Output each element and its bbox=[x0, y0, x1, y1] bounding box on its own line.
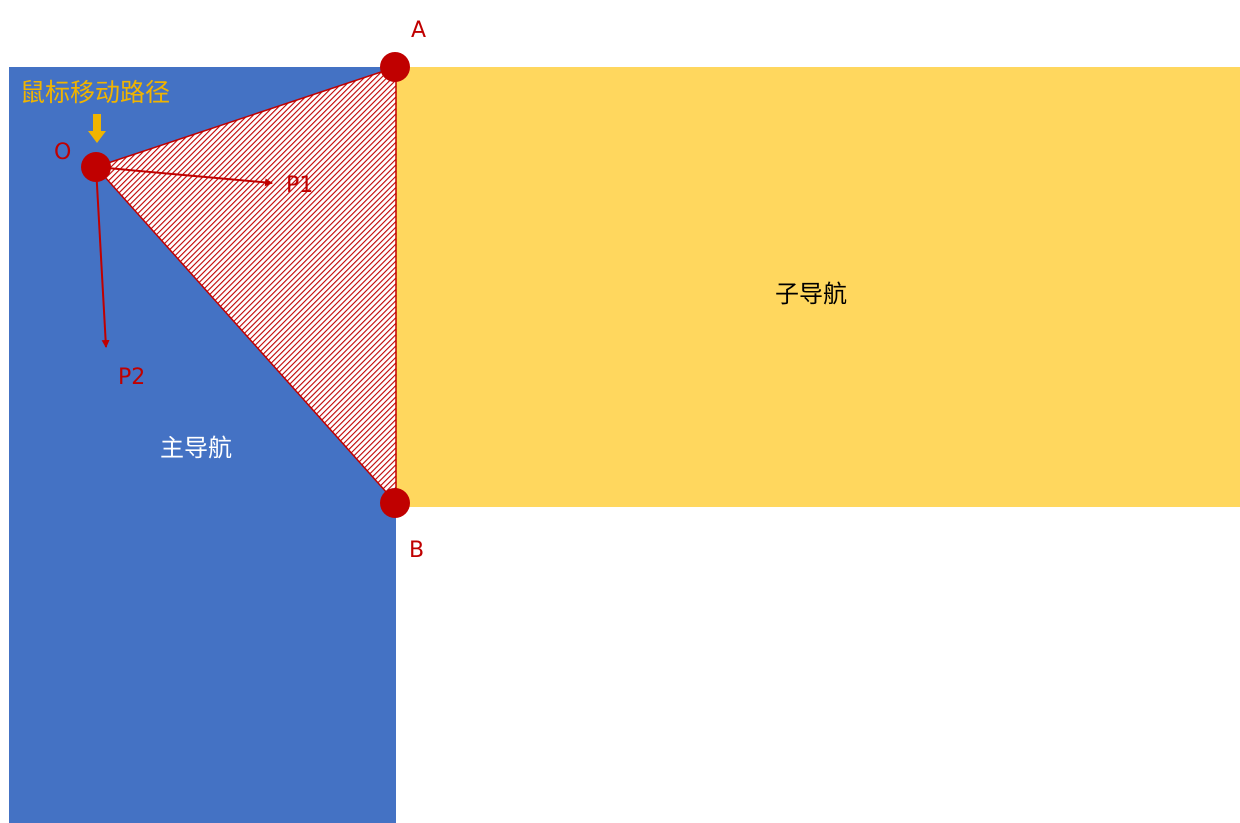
arrow-o-p2 bbox=[95, 166, 110, 348]
main-nav-label: 主导航 bbox=[160, 434, 232, 462]
safe-triangle bbox=[94, 65, 397, 505]
label-a: A bbox=[411, 18, 426, 43]
label-b: B bbox=[409, 538, 424, 563]
sub-nav-block bbox=[396, 67, 1240, 507]
arrow-o-p1 bbox=[95, 166, 273, 187]
sub-nav-label: 子导航 bbox=[775, 280, 847, 308]
mouse-path-arrow-icon bbox=[88, 114, 106, 143]
label-o: O bbox=[54, 140, 71, 165]
point-a bbox=[380, 52, 410, 82]
label-p1: P1 bbox=[286, 173, 313, 198]
mouse-path-label: 鼠标移动路径 bbox=[20, 78, 170, 107]
point-o bbox=[81, 152, 111, 182]
point-b bbox=[380, 488, 410, 518]
label-p2: P2 bbox=[118, 365, 145, 390]
